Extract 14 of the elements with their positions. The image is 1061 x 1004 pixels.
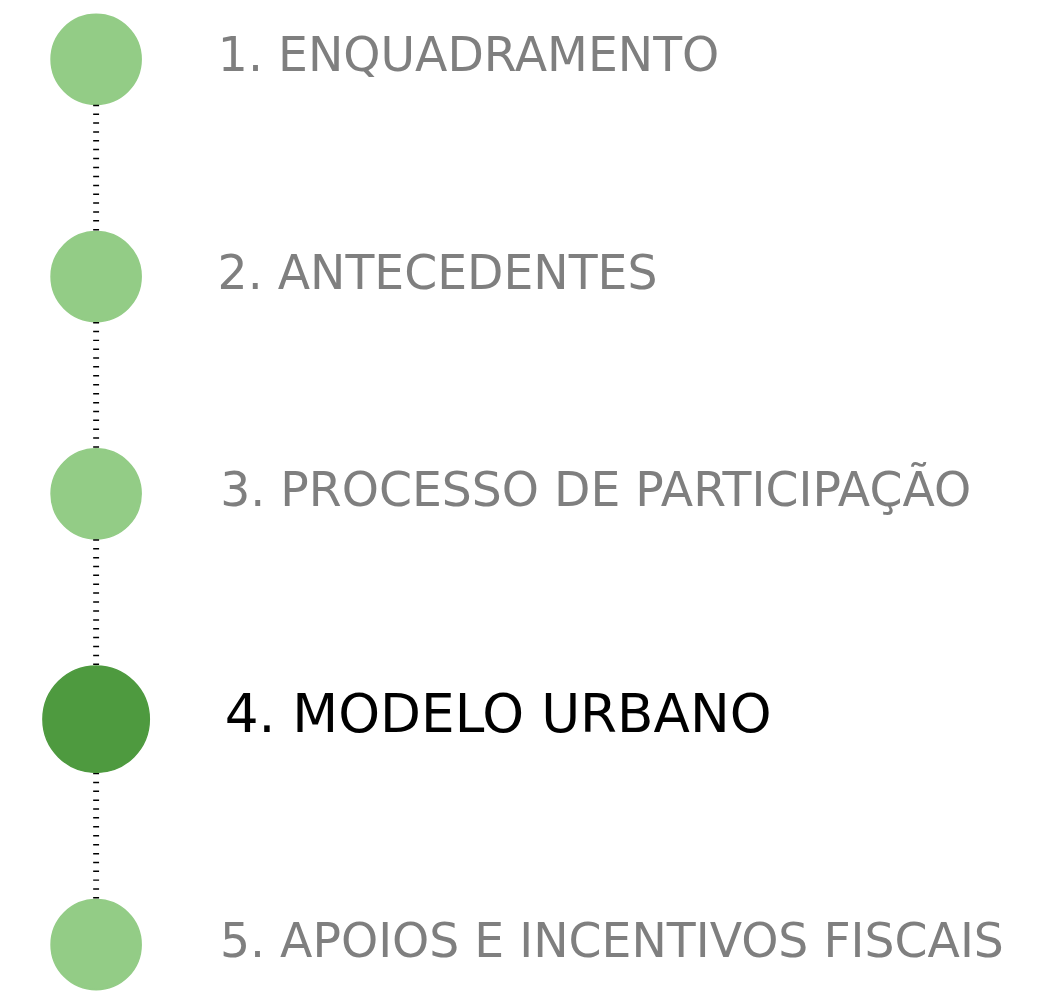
connector bbox=[92, 104, 99, 232]
node-label: 4. MODELO URBANO bbox=[224, 683, 772, 746]
connector bbox=[92, 772, 99, 899]
node-circle bbox=[41, 665, 150, 774]
node-label: 2. ANTECEDENTES bbox=[217, 244, 657, 300]
node-circle bbox=[49, 898, 142, 991]
connector bbox=[92, 321, 99, 449]
node-circle bbox=[49, 230, 142, 323]
node-circle bbox=[49, 448, 142, 540]
node-label: 5. APOIOS E INCENTIVOS FISCAIS bbox=[219, 912, 1004, 968]
connector bbox=[92, 539, 99, 666]
node-circle bbox=[49, 13, 142, 106]
node-label: 3. PROCESSO DE PARTICIPAÇÃO bbox=[219, 461, 971, 517]
node-label: 1. ENQUADRAMENTO bbox=[217, 27, 719, 83]
